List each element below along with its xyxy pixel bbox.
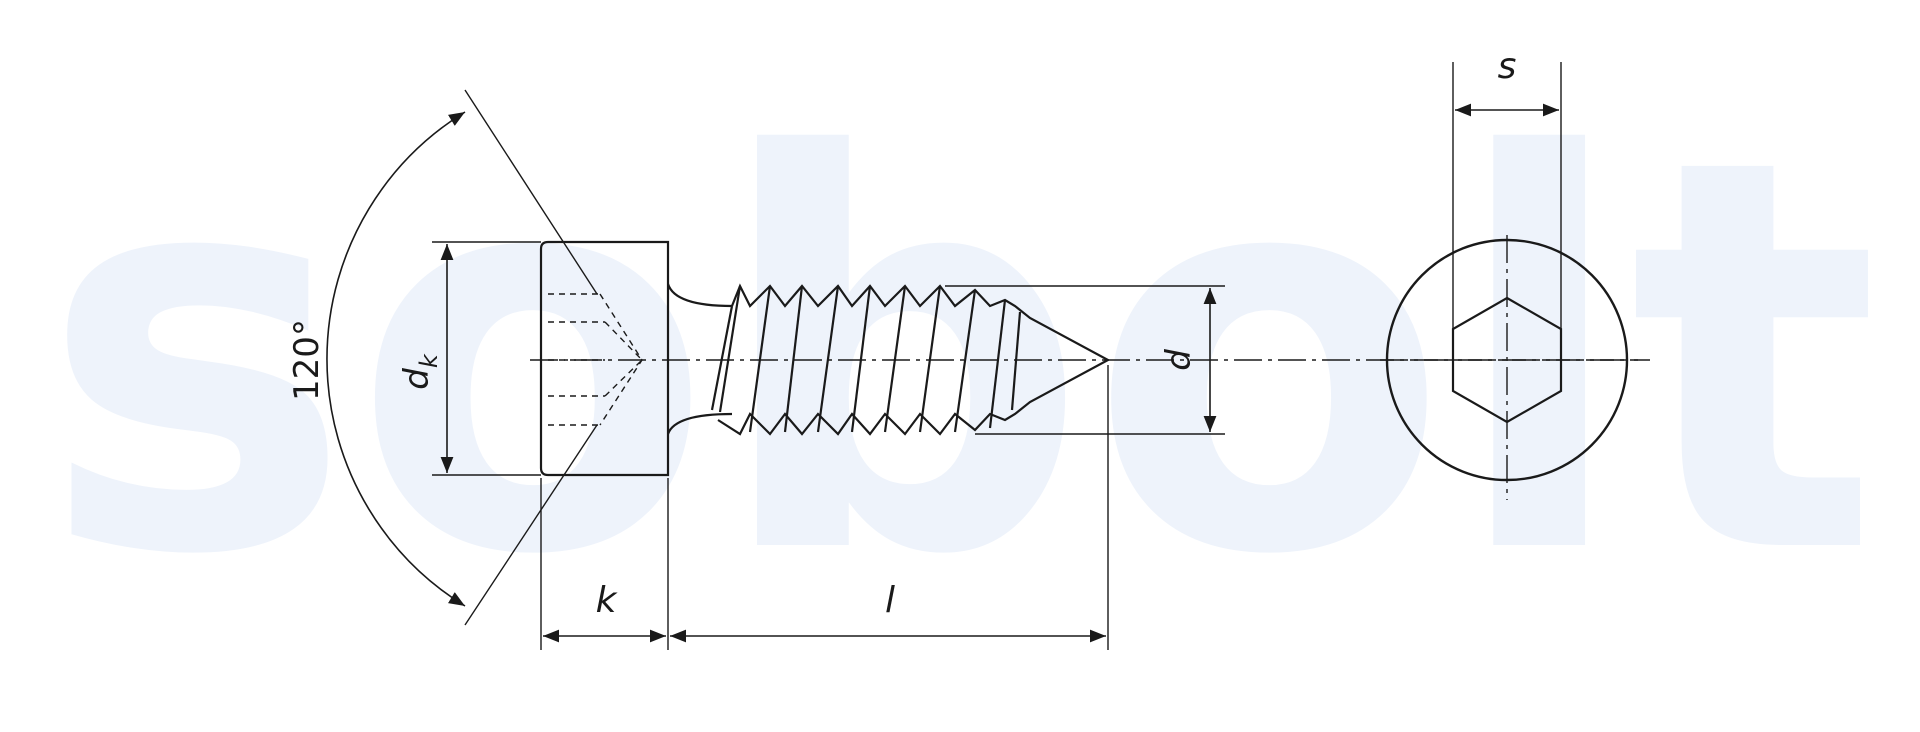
end-view (1380, 62, 1640, 500)
length-label: l (885, 580, 895, 621)
length-extension-lines (540, 365, 1109, 650)
screw-thread (710, 283, 1111, 436)
thread-diameter-label: d (1159, 349, 1199, 371)
head-diameter-label: dk (397, 353, 443, 390)
socket-width-label: s (1498, 46, 1517, 87)
thread-extension-lines (945, 285, 1225, 435)
angle-label: 120° (287, 319, 327, 401)
screw-head (539, 240, 670, 477)
angle-arc (326, 111, 466, 607)
screw-neck (666, 283, 733, 435)
watermark: sobolt (40, 45, 1880, 673)
head-height-label: k (596, 580, 619, 621)
point-angle-lines (464, 89, 598, 626)
